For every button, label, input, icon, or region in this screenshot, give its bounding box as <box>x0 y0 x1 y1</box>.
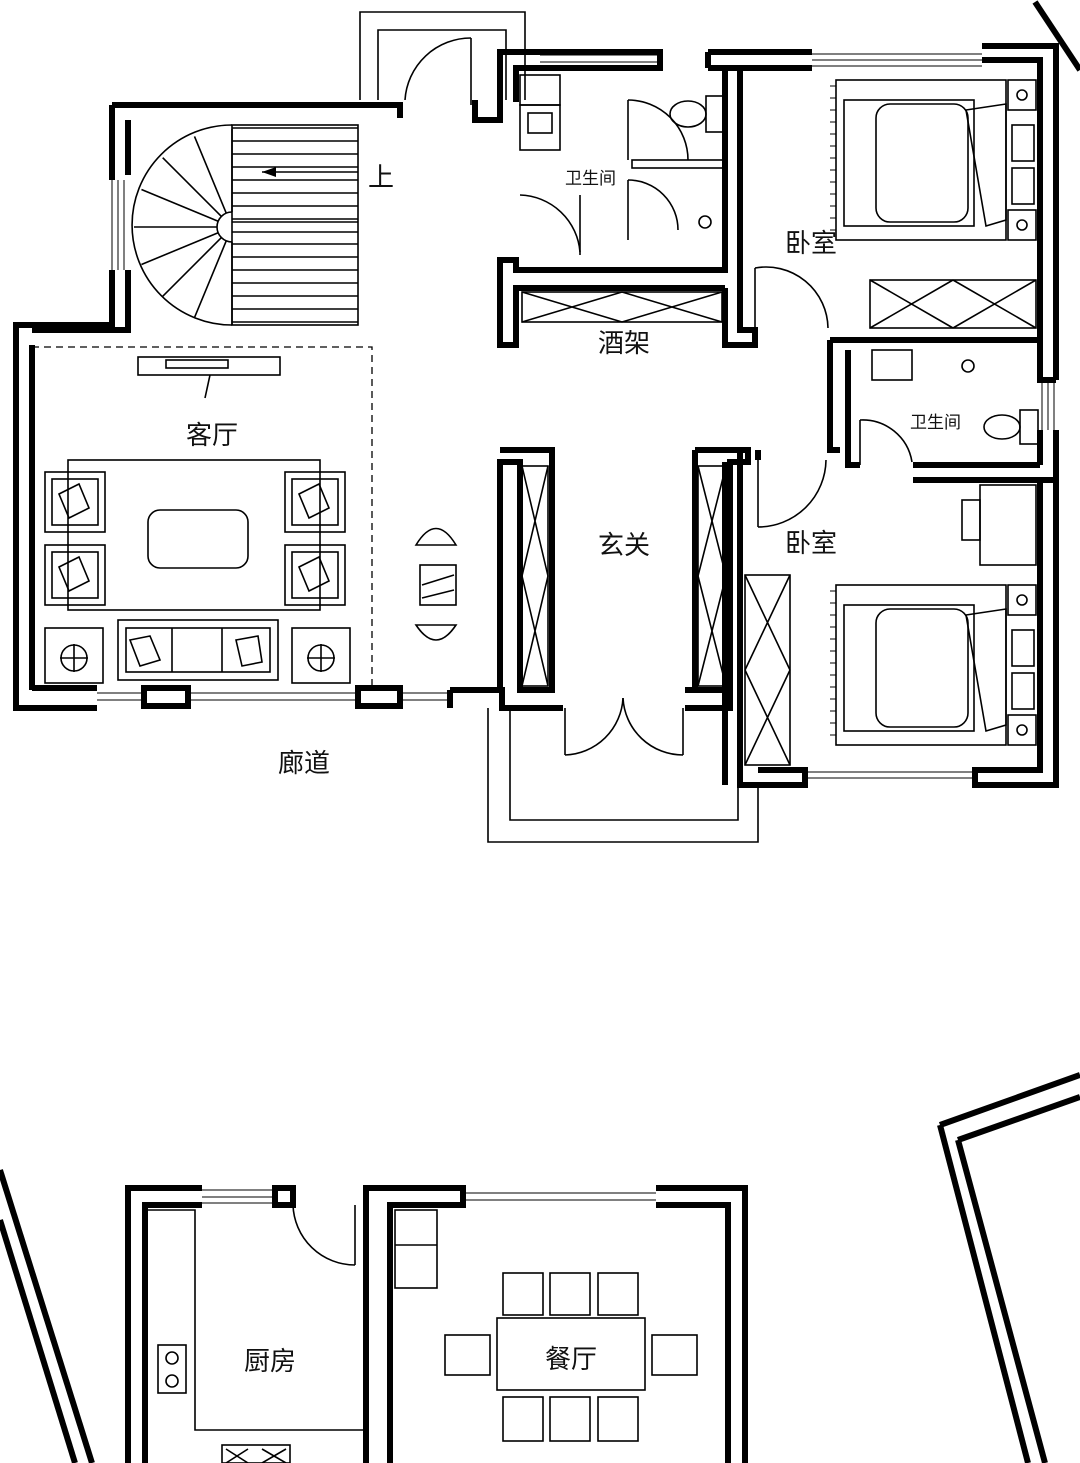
lamp-icon <box>1016 724 1028 736</box>
armchair <box>44 471 106 533</box>
nightstand <box>1007 584 1037 616</box>
dining-chair <box>502 1396 544 1442</box>
spiral-stair <box>131 124 359 326</box>
pillow <box>875 608 969 728</box>
armchair-seat <box>291 478 339 526</box>
beds <box>830 79 1037 746</box>
exterior-walls <box>13 43 1059 788</box>
label-bath-right: 卫生间 <box>910 413 961 433</box>
cushion <box>297 555 331 593</box>
stair-tread <box>141 188 219 222</box>
label-wine-rack: 酒架 <box>598 329 650 359</box>
dining-chair <box>549 1272 591 1316</box>
cabinets <box>521 279 1037 766</box>
pattern-block <box>1011 124 1035 162</box>
cushion <box>57 555 91 593</box>
dining-chair <box>549 1396 591 1442</box>
label-stair-up: 上 <box>368 163 394 193</box>
stair-tread <box>162 157 222 217</box>
label-kitchen: 厨房 <box>244 1347 296 1377</box>
dining-chair <box>444 1334 491 1376</box>
bath-fixtures <box>519 74 1039 445</box>
cushion <box>57 482 91 520</box>
armchair-seat <box>291 551 339 599</box>
doors <box>487 99 913 843</box>
mattress <box>843 604 975 732</box>
label-corridor: 廊道 <box>278 749 330 779</box>
living-furniture <box>32 346 458 688</box>
dining-chair <box>502 1272 544 1316</box>
dining-chair <box>597 1396 639 1442</box>
stair-tread <box>193 136 227 214</box>
pillow <box>875 103 969 223</box>
armchair-seat <box>51 551 99 599</box>
nightstand <box>1007 714 1037 746</box>
lamp-icon <box>1016 594 1028 606</box>
lamp-icon <box>1016 219 1028 231</box>
nightstand <box>1007 209 1037 241</box>
pattern-block <box>1011 629 1035 667</box>
stair-tread <box>141 232 219 266</box>
blanket-fold <box>965 608 1007 733</box>
armchair-seat <box>51 478 99 526</box>
pattern-block <box>1011 167 1035 205</box>
dining-chair <box>597 1272 639 1316</box>
lamp-icon <box>1016 89 1028 101</box>
label-bedroom-bottom: 卧室 <box>785 529 837 559</box>
room-labels: 卫生间 卧室 酒架 卫生间 客厅 玄关 卧室 廊道 厨房 餐厅 上 <box>186 163 961 1377</box>
label-dining-room: 餐厅 <box>545 1345 597 1375</box>
mattress <box>843 99 975 227</box>
armchair <box>284 471 346 533</box>
top-porch <box>359 11 526 105</box>
pattern-block <box>1011 672 1035 710</box>
dining-chair <box>651 1334 698 1376</box>
nightstand <box>1007 79 1037 111</box>
cushion <box>297 482 331 520</box>
windows <box>97 53 1055 779</box>
stair-tread <box>193 240 227 318</box>
armchair <box>44 544 106 606</box>
label-foyer: 玄关 <box>598 531 650 561</box>
label-living-room: 客厅 <box>186 421 238 451</box>
label-bath-top: 卫生间 <box>565 169 616 189</box>
armchair <box>284 544 346 606</box>
stair-tread <box>162 237 222 297</box>
blanket-fold <box>965 103 1007 228</box>
label-bedroom-top: 卧室 <box>785 229 837 259</box>
